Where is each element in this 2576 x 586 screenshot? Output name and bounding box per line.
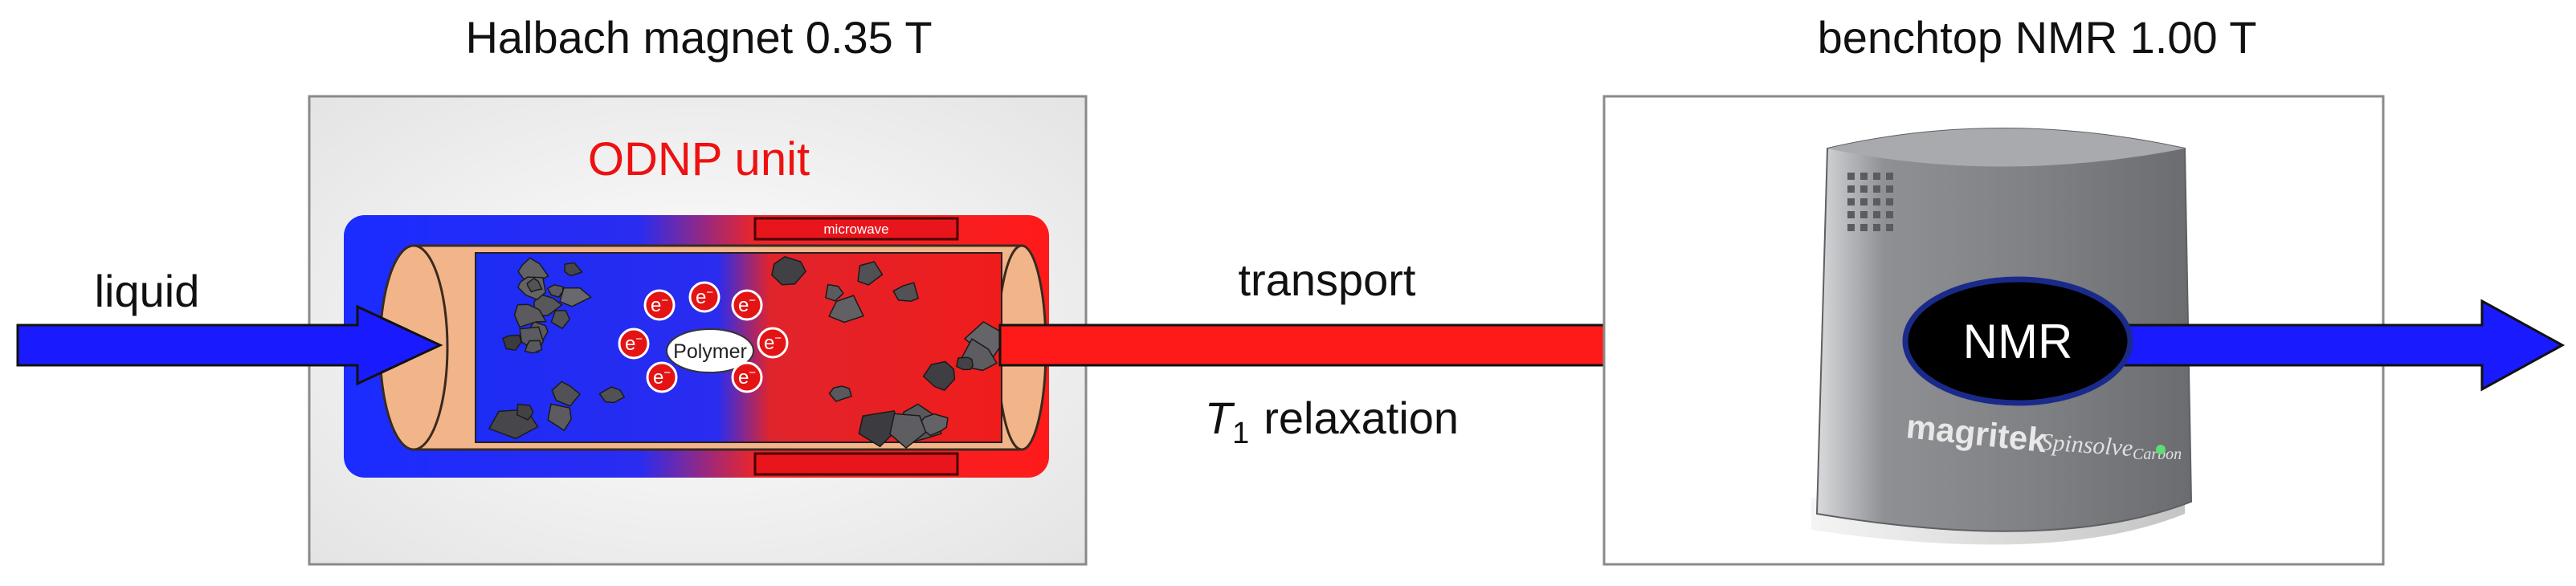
halbach-heading: Halbach magnet 0.35 T <box>465 12 932 63</box>
electron-group: e−e−e−e−e−e−e− <box>618 281 789 393</box>
electron-dot <box>618 328 650 360</box>
vent-slot <box>1860 173 1868 180</box>
polymer-particle <box>550 310 570 330</box>
electron-dot <box>731 289 763 321</box>
inlet-arrow <box>16 304 443 386</box>
vent-slot <box>1860 211 1868 218</box>
electron-dot <box>688 281 721 313</box>
polymer-particle <box>828 385 852 402</box>
polymer-particle <box>598 386 626 404</box>
vent-slot <box>1873 224 1880 231</box>
nmr-sensor <box>1902 276 2133 406</box>
device-model-sub: Carbon <box>2133 446 2182 463</box>
polymer-particle <box>828 295 864 324</box>
polymer-particle <box>533 294 563 316</box>
vent-grille <box>1847 173 1893 231</box>
vent-slot <box>1860 198 1868 206</box>
vent-slot <box>1847 211 1855 218</box>
polymer-particle <box>551 380 582 407</box>
vent-slot <box>1886 185 1893 193</box>
electron-dot <box>731 361 763 393</box>
polymer-particle <box>955 356 974 371</box>
polymer-particle <box>513 303 547 328</box>
polymer-particle <box>516 403 534 421</box>
vent-slot <box>1847 173 1855 180</box>
polymer-particle <box>825 283 844 302</box>
vent-slot <box>1847 198 1855 206</box>
electron-dot <box>646 361 678 393</box>
polymer-core <box>666 328 754 373</box>
microwave-plate-bottom <box>753 452 959 476</box>
polymer-particle <box>892 282 920 302</box>
nmr-heading: benchtop NMR 1.00 T <box>1818 12 2257 63</box>
microwave-plate-top <box>753 217 959 241</box>
polymer-particles <box>488 255 1003 449</box>
polymer-label: Polymer <box>673 340 747 363</box>
polymer-particle <box>524 340 543 354</box>
polymer-particle <box>857 261 884 286</box>
vent-slot <box>1860 224 1868 231</box>
polymer-particle <box>547 403 572 432</box>
vent-slot <box>1847 224 1855 231</box>
polymer-particle <box>564 262 583 277</box>
vent-slot <box>1873 185 1880 193</box>
polymer-particle <box>559 287 592 307</box>
polymer-particle <box>526 277 543 293</box>
transport-label: transport <box>1239 254 1416 305</box>
vent-slot <box>1873 198 1880 206</box>
electron-dot <box>643 289 676 321</box>
polymer-particle <box>502 334 522 352</box>
vent-slot <box>1847 185 1855 193</box>
electron-dot <box>757 327 789 359</box>
vent-slot <box>1886 224 1893 231</box>
polymer-particle <box>771 255 806 286</box>
polymer-particle <box>546 284 564 299</box>
polymer-particle <box>922 360 956 392</box>
liquid-label: liquid <box>95 266 200 316</box>
vent-slot <box>1873 211 1880 218</box>
nmr-sensor-label: NMR <box>1963 315 2073 368</box>
device-top <box>1827 128 2185 167</box>
status-led <box>2156 445 2166 454</box>
vent-slot <box>1886 198 1893 206</box>
vent-slot <box>1873 173 1880 180</box>
vent-slot <box>1860 185 1868 193</box>
polymer-particle <box>889 413 927 449</box>
device-model: Spinsolve <box>2040 429 2134 462</box>
vent-slot <box>1886 173 1893 180</box>
vent-slot <box>1886 211 1893 218</box>
microwave-label: microwave <box>823 222 888 237</box>
outlet-arrow <box>2087 299 2566 392</box>
odnp-unit-label: ODNP unit <box>588 133 810 185</box>
